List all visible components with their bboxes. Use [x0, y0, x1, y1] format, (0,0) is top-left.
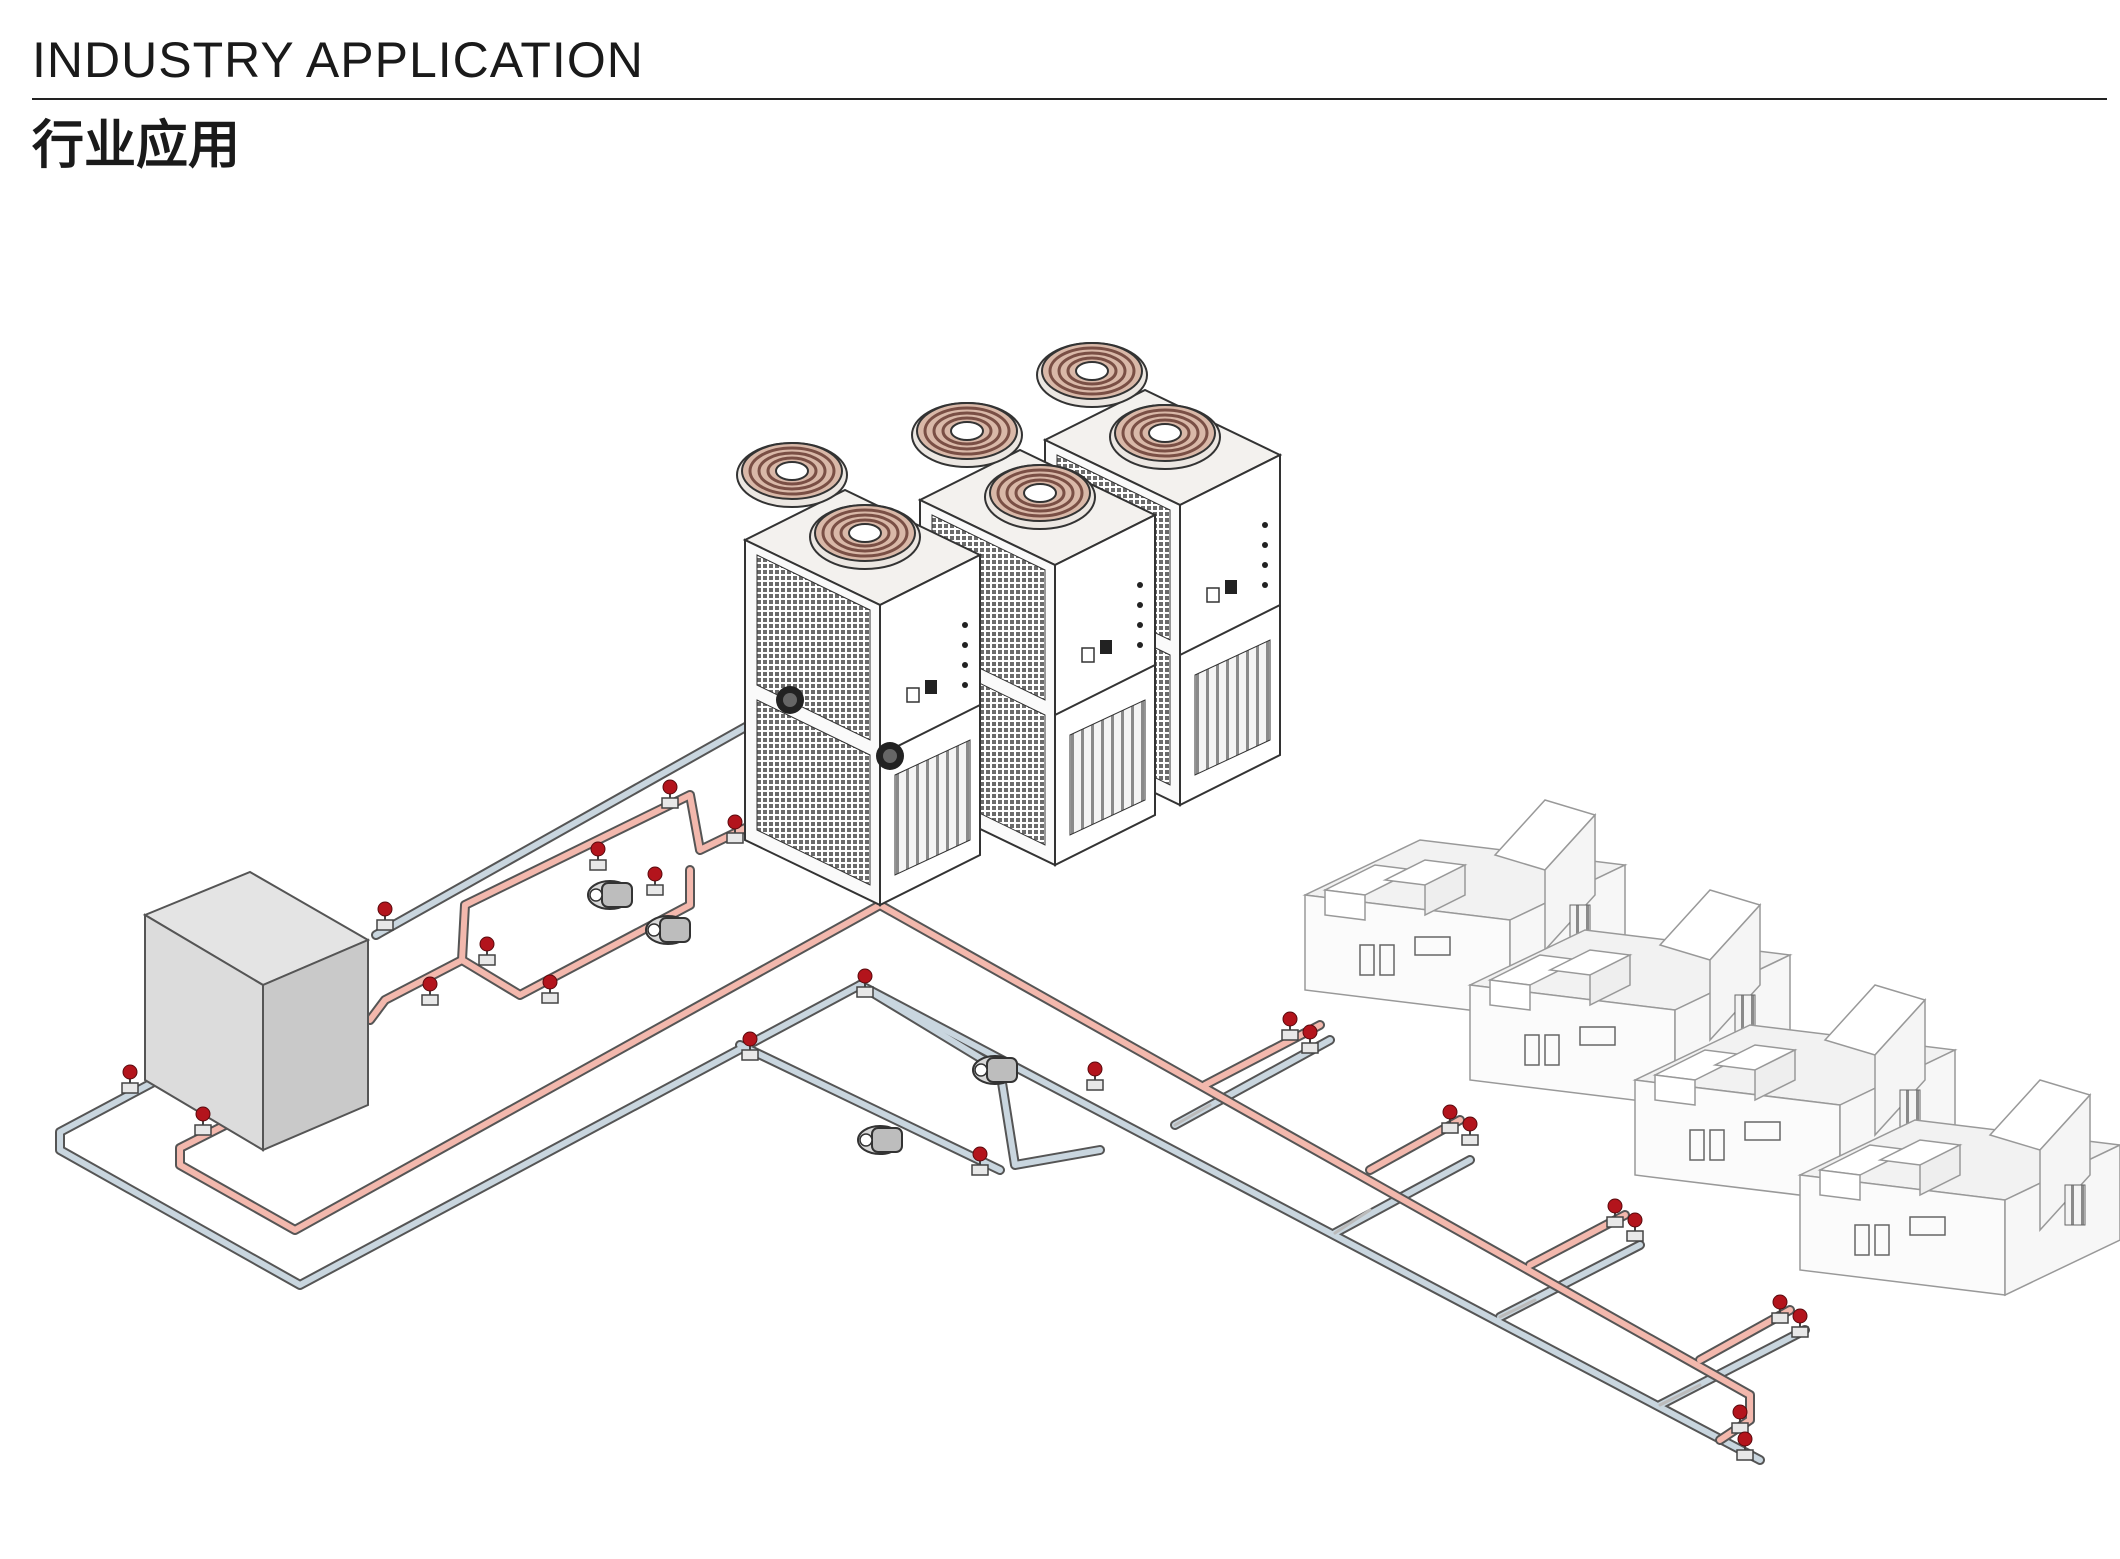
- water-tank: [142, 870, 371, 1152]
- pump-icon: [857, 1125, 903, 1155]
- valve-icon: [121, 1064, 139, 1094]
- valve-icon: [1626, 1212, 1644, 1242]
- valve-icon: [376, 901, 394, 931]
- page-header: INDUSTRY APPLICATION 行业应用: [32, 30, 2107, 178]
- pump-icon: [587, 880, 633, 910]
- valve-icon: [541, 974, 559, 1004]
- fan-icon: [735, 441, 849, 509]
- valve-icon: [194, 1106, 212, 1136]
- fan-icon: [1108, 403, 1222, 471]
- fan-icon: [808, 503, 922, 571]
- pump-icon: [972, 1055, 1018, 1085]
- valve-icon: [1086, 1061, 1104, 1091]
- valve-icon: [646, 866, 664, 896]
- machine-tools: [1304, 799, 2120, 1296]
- page-title-chinese: 行业应用: [32, 116, 241, 176]
- fan-icon: [983, 463, 1097, 531]
- page-title-english: INDUSTRY APPLICATION: [32, 32, 644, 88]
- valve-icon: [661, 779, 679, 809]
- valve-icon: [478, 936, 496, 966]
- valve-icon: [1461, 1116, 1479, 1146]
- valve-icon: [1791, 1308, 1809, 1338]
- fan-icon: [1035, 341, 1149, 409]
- title-divider: [32, 98, 2107, 100]
- valve-icon: [1301, 1024, 1319, 1054]
- valve-icon: [421, 976, 439, 1006]
- valve-icon: [589, 841, 607, 871]
- chiller-units: [735, 341, 1281, 906]
- pump-icon: [645, 915, 691, 945]
- valve-icon: [1281, 1011, 1299, 1041]
- fan-icon: [910, 401, 1024, 469]
